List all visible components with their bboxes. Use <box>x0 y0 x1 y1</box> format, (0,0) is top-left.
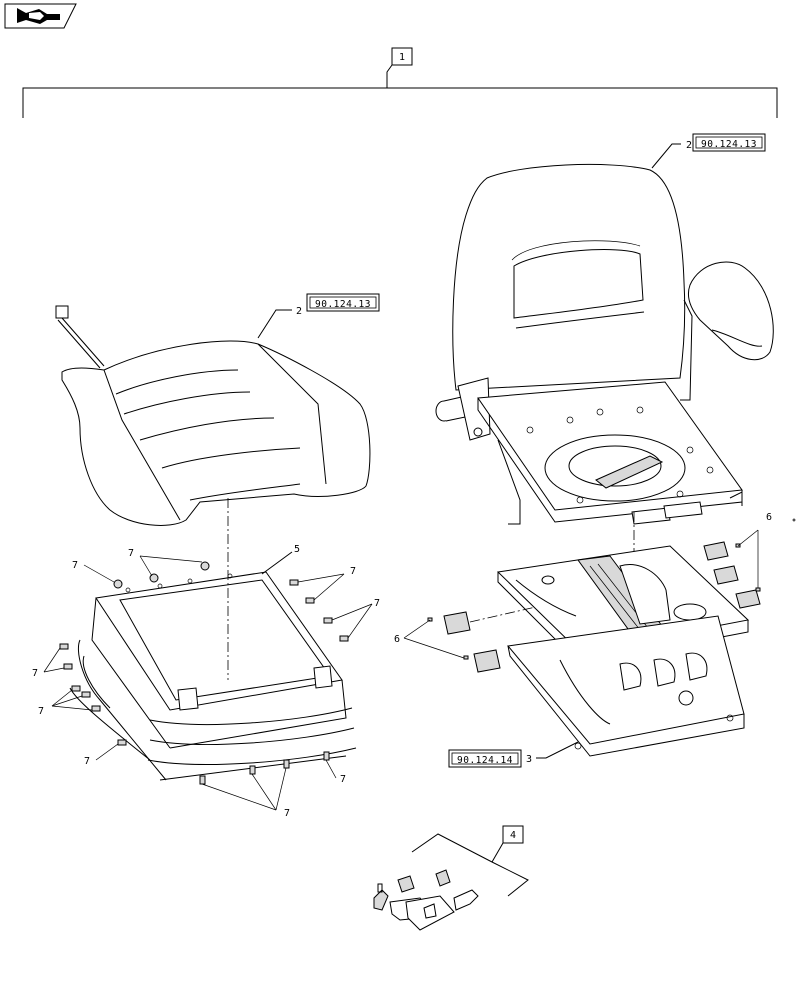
suspension-assembly <box>496 545 750 757</box>
seat-back-assembly <box>435 163 774 525</box>
screw-label-bottom-right: 7 <box>340 774 346 785</box>
screw-label-top-left: 7 <box>72 560 78 571</box>
pad-label-right: 6 <box>766 512 772 523</box>
screw-label-left-lower: 7 <box>84 756 90 767</box>
hardware-kit: 4 <box>373 825 529 931</box>
pad-callouts: 6 6 <box>394 512 772 673</box>
suspension-item-number: 3 <box>526 754 532 765</box>
screw-label-right-upper: 7 <box>350 566 356 577</box>
bellows-callout: 5 <box>261 544 300 575</box>
back-button[interactable] <box>4 3 77 29</box>
seat-cushion-callout: 2 90.124.13 <box>257 293 380 339</box>
assembly-callout: 1 <box>22 47 778 118</box>
seat-cushion <box>55 305 371 526</box>
assembly-item-number: 1 <box>399 52 405 63</box>
mark-dot <box>792 518 796 522</box>
screw-label-right-lower: 7 <box>374 598 380 609</box>
seat-cushion-item-number: 2 <box>296 306 302 317</box>
screw-label-left-upper: 7 <box>32 668 38 679</box>
screw-callouts: 7 7 7 7 7 7 7 7 7 <box>32 548 380 819</box>
pad-leftline <box>469 605 541 623</box>
suspension-callout: 90.124.14 3 <box>448 741 579 768</box>
seat-back-callout: 2 90.124.13 <box>651 133 766 169</box>
back-arrow-icon <box>17 8 60 24</box>
bellows-item-number: 5 <box>294 544 300 555</box>
screw-label-left-middle: 7 <box>38 706 44 717</box>
seat-back-ref-code: 90.124.13 <box>701 139 757 150</box>
bellows-frame <box>69 571 357 781</box>
screw-label-bottom: 7 <box>284 808 290 819</box>
seat-cushion-ref-code: 90.124.13 <box>315 299 371 310</box>
screw-label-top-center: 7 <box>128 548 134 559</box>
kit-item-number: 4 <box>510 830 516 841</box>
seat-back-item-number: 2 <box>686 140 692 151</box>
suspension-ref-code: 90.124.14 <box>457 755 513 766</box>
pad-label-left: 6 <box>394 634 400 645</box>
